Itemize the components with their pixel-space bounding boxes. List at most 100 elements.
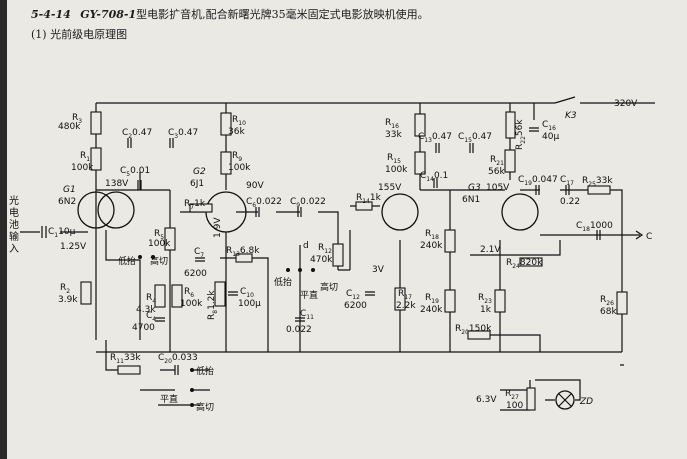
- resistor-r1: [90, 147, 102, 171]
- capacitor-c1: [41, 226, 47, 238]
- resistor-r11-label: R1133k: [110, 353, 141, 365]
- resistor-r5: [164, 227, 176, 251]
- resistor-r2-ref: R2: [60, 283, 70, 295]
- capacitor-c20-label: C200.033: [158, 353, 198, 365]
- voltage-g3a-plate: 155V: [378, 183, 402, 193]
- resistor-r25: [587, 185, 611, 195]
- capacitor-c1-label: C110μ: [48, 227, 76, 239]
- tube-g1-ref: G1: [63, 185, 76, 195]
- capacitor-c4-ref: C4: [146, 311, 156, 323]
- resistor-r1-ref: R1: [80, 151, 90, 163]
- resistor-r6-ref: R6: [184, 287, 194, 299]
- resistor-r15-ref: R15: [387, 153, 401, 165]
- capacitor-c13-label: C130.47: [418, 132, 452, 144]
- capacitor-c18: [596, 230, 601, 240]
- tube-g1-type: 6N2: [58, 197, 76, 207]
- resistor-r27-value: 100: [506, 401, 523, 411]
- tube-g3-ref: G3: [468, 183, 481, 193]
- resistor-r18-value: 240k: [420, 241, 443, 251]
- resistor-r6: [171, 284, 183, 308]
- resistor-r11: [117, 365, 141, 375]
- resistor-r17-value: 2.2k: [396, 301, 416, 311]
- capacitor-c7-ref: C7: [194, 247, 204, 259]
- switch2-low-boost: 低抬: [274, 276, 292, 288]
- switch2-high-cut: 高切: [320, 281, 338, 293]
- capacitor-c15: [469, 143, 474, 153]
- resistor-r16: [414, 113, 426, 137]
- output: C ZD: [555, 230, 652, 410]
- resistor-r27-ref: R27: [505, 389, 519, 401]
- node-d-label: d: [303, 241, 309, 251]
- resistor-r12: [332, 243, 344, 267]
- resistor-r27: [526, 387, 536, 411]
- page-edge: [0, 0, 7, 459]
- capacitor-c17-ref: C17: [560, 175, 574, 187]
- resistor-r9: [220, 151, 232, 175]
- resistor-r16-ref: R16: [385, 118, 399, 130]
- resistor-r7: [189, 203, 213, 213]
- figure-subtitle: (1) 光前级电原理图: [31, 28, 128, 41]
- switch3-flat: 平直: [160, 393, 178, 405]
- resistor-r21-value: 56k: [488, 167, 505, 177]
- output-terminal-label: C: [646, 232, 652, 242]
- resistor-r4-value: 4.3k: [136, 305, 156, 315]
- capacitor-c10: [228, 291, 238, 296]
- figure-model: GY-708-1: [80, 8, 137, 21]
- capacitor-c11: [295, 317, 305, 322]
- pilot-lamp: [555, 390, 575, 410]
- resistor-r26-value: 68k: [600, 307, 617, 317]
- capacitor-c20: [174, 365, 179, 375]
- resistor-r13: [235, 253, 253, 263]
- figure-description: 型电影扩音机,配合新曙光牌35毫米固定式电影放映机使用。: [136, 8, 429, 21]
- capacitor-c16-value: 40μ: [542, 132, 559, 142]
- resistor-r15: [414, 151, 426, 175]
- tube-g3-type: 6N1: [462, 195, 480, 205]
- resistor-r19: [444, 289, 456, 313]
- switch1-high-cut: 高切: [150, 255, 168, 267]
- capacitor-c13: [435, 143, 440, 153]
- capacitor-c6: [255, 207, 260, 217]
- voltage-g3b-plate: 105V: [486, 183, 510, 193]
- capacitor-c5-label: C50.01: [120, 166, 150, 178]
- figure-header: 5-4-14 GY-708-1型电影扩音机,配合新曙光牌35毫米固定式电影放映机…: [31, 6, 429, 22]
- capacitor-c3: [169, 138, 174, 148]
- voltages: 138V 1.25V 90V 1.9V 155V 105V 2.1V 3V 32…: [60, 99, 638, 405]
- resistor-r7-label: R71k: [184, 199, 206, 211]
- figure-number: 5-4-14: [31, 8, 71, 21]
- voltage-heater: 6.3V: [476, 395, 497, 405]
- resistor-r4: [154, 284, 166, 308]
- voltage-g2-plate: 90V: [246, 181, 264, 191]
- capacitor-c12-value: 6200: [344, 301, 367, 311]
- capacitor-c5: [137, 180, 142, 190]
- resistor-r10-ref: R10: [232, 115, 246, 127]
- input-label: 光电池输入: [9, 196, 19, 255]
- tube-g3: G3 6N1: [381, 183, 539, 231]
- voltage-g3-cathode: 2.1V: [480, 245, 501, 255]
- resistor-r20: [467, 330, 491, 340]
- resistor-r26-ref: R26: [600, 295, 614, 307]
- capacitor-c12: [365, 291, 375, 296]
- capacitor-c4: [155, 317, 165, 322]
- capacitor-c16-ref: C16: [542, 120, 556, 132]
- resistor-r8: [214, 281, 226, 307]
- voltage-g1-plate: 138V: [105, 179, 129, 189]
- capacitor-c10-value: 100μ: [238, 299, 261, 309]
- resistor-r26: [616, 291, 628, 315]
- resistor-r2-value: 3.9k: [58, 295, 78, 305]
- resistor-r2: [80, 281, 92, 305]
- resistor-r10: [220, 112, 232, 136]
- capacitor-c17: [565, 185, 570, 195]
- capacitor-c19-label: C190.047: [518, 175, 558, 187]
- switch3-low-boost: 低抬: [196, 365, 214, 377]
- capacitor-c4-value: 4700: [132, 323, 155, 333]
- resistor-r18-ref: R18: [425, 229, 439, 241]
- resistor-r14: [355, 201, 373, 211]
- resistor-r9-value: 100k: [228, 163, 251, 173]
- capacitor-c6-label: C60.022: [246, 197, 282, 209]
- resistor-r10-value: 36k: [228, 127, 245, 137]
- voltage-node-3v: 3V: [372, 265, 385, 275]
- resistor-r18: [444, 229, 456, 253]
